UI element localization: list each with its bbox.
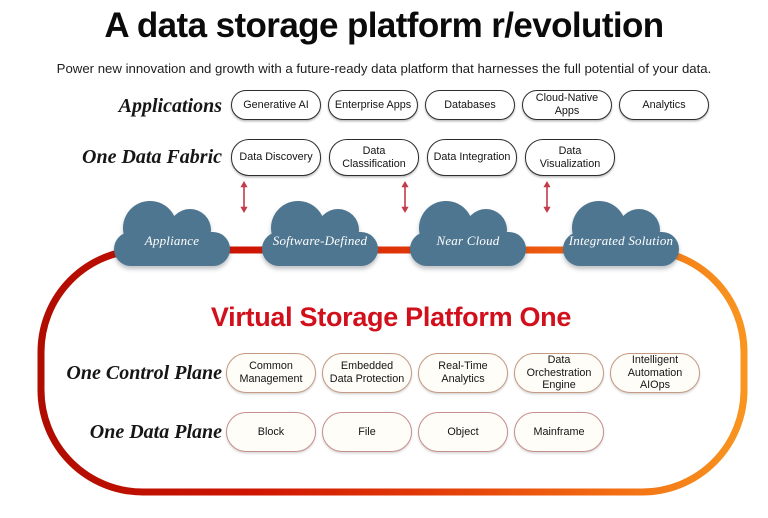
pill-object: Object [418, 412, 508, 452]
pill-data-integration: Data Integration [427, 139, 517, 176]
cloud-label: Near Cloud [436, 233, 500, 248]
subtitle: Power new innovation and growth with a f… [56, 61, 712, 76]
data-fabric-row-label: One Data Fabric [82, 146, 222, 168]
cloud-software-defined: Software-Defined [258, 196, 382, 268]
pill-mainframe: Mainframe [514, 412, 604, 452]
pill-cloud-native-apps: Cloud-Native Apps [522, 90, 612, 120]
pill-analytics: Analytics [619, 90, 709, 120]
control-plane-pill-row: Common Management Embedded Data Protecti… [226, 353, 700, 393]
up-down-arrow-icon [543, 181, 551, 213]
applications-pill-row: Generative AI Enterprise Apps Databases … [231, 90, 709, 120]
cloud-icon [262, 201, 378, 266]
cloud-label: Appliance [144, 233, 200, 248]
pill-intelligent-automation-aiops: Intelligent Automation AIOps [610, 353, 700, 393]
page-title: A data storage platform r/evolution [104, 6, 664, 45]
cloud-integrated-solution: Integrated Solution [555, 196, 687, 268]
pill-data-orchestration-engine: Data Orchestration Engine [514, 353, 604, 393]
control-plane-row-label: One Control Plane [66, 362, 222, 384]
pill-enterprise-apps: Enterprise Apps [328, 90, 418, 120]
pill-generative-ai: Generative AI [231, 90, 321, 120]
data-plane-pill-row: Block File Object Mainframe [226, 412, 604, 452]
pill-data-visualization: Data Visualization [525, 139, 615, 176]
cloud-icon [114, 201, 230, 266]
pill-file: File [322, 412, 412, 452]
pill-embedded-data-protection: Embedded Data Protection [322, 353, 412, 393]
cloud-label: Integrated Solution [568, 233, 674, 248]
up-down-arrow-icon [401, 181, 409, 213]
data-fabric-pill-row: Data Discovery Data Classification Data … [231, 139, 615, 176]
platform-title: Virtual Storage Platform One [210, 302, 572, 332]
pill-data-classification: Data Classification [329, 139, 419, 176]
pill-common-management: Common Management [226, 353, 316, 393]
pill-databases: Databases [425, 90, 515, 120]
applications-row-label: Applications [118, 95, 222, 117]
cloud-icon [410, 201, 526, 266]
data-plane-row-label: One Data Plane [89, 421, 222, 443]
pill-real-time-analytics: Real-Time Analytics [418, 353, 508, 393]
pill-data-discovery: Data Discovery [231, 139, 321, 176]
cloud-label: Software-Defined [272, 233, 368, 248]
cloud-near-cloud: Near Cloud [406, 196, 530, 268]
cloud-icon [563, 201, 679, 266]
up-down-arrow-icon [240, 181, 248, 213]
cloud-appliance: Appliance [110, 196, 234, 268]
pill-block: Block [226, 412, 316, 452]
